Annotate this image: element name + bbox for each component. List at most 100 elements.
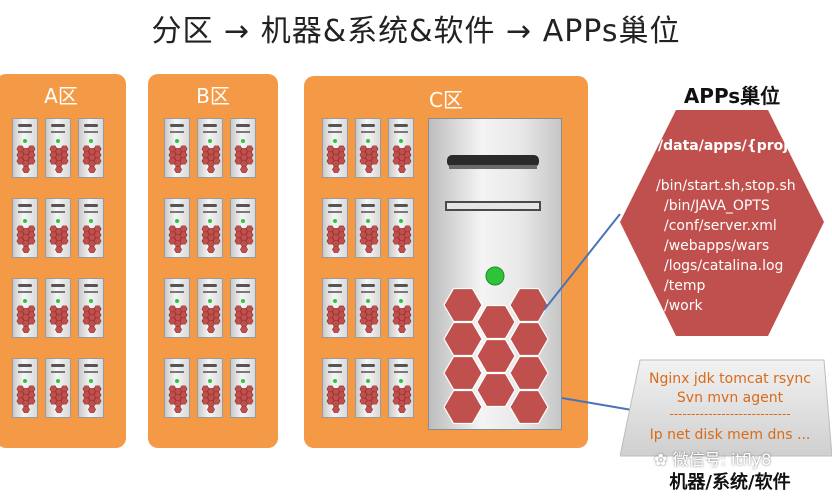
server-hex-pattern [392,145,412,173]
hex-cell [16,317,25,325]
hex-cell [365,326,373,333]
drive-slot [18,124,32,127]
status-led [23,379,27,383]
hex-cell [82,237,91,245]
drive-slot [170,204,184,207]
hex-cell [49,397,58,405]
drive-slot [203,124,217,127]
hex-cell [179,145,188,153]
hex-cell [212,397,221,405]
server-hex-pattern [392,225,412,253]
hex-cell [60,317,69,325]
hex-cell [27,397,36,405]
hex-cell [403,317,412,325]
status-led [366,139,370,143]
zone-b: B区 [148,74,278,448]
hex-cell [365,166,373,173]
hex-cell [245,311,254,319]
server-hex-pattern [16,225,36,253]
hex-cell [337,145,346,153]
server-unit [12,358,38,418]
server-unit [230,118,256,178]
hex-cell [476,338,516,374]
drive-slot-2 [84,371,98,373]
hex-cell [212,237,221,245]
system-trapezoid [620,359,832,457]
hex-cell [27,225,36,233]
hex-cell [60,397,69,405]
hex-cell [22,326,30,333]
server-hex-pattern [326,385,346,413]
hex-cell [88,166,96,173]
server-power-led [485,266,505,286]
drive-slot-2 [18,211,32,213]
apps-project-path: /data/apps/{project} [658,138,823,154]
hex-cell [27,317,36,325]
hex-cell [403,151,412,159]
server-unit [78,278,104,338]
hex-cell [174,246,182,253]
hex-cell [240,406,248,413]
hex-cell [337,397,346,405]
server-hex-pattern [201,385,221,413]
drive-slot [84,204,98,207]
diagram-title: 分区 → 机器&系统&软件 → APPs巢位 [151,14,681,49]
apps-path-3: /webapps/wars [664,238,770,254]
hex-cell [245,225,254,233]
hex-cell [509,321,549,357]
hex-cell [403,385,412,393]
hex-cell [398,326,406,333]
hex-cell [49,157,58,165]
apps-path-5: /temp [664,278,706,294]
server-unit [78,118,104,178]
hex-cell [337,151,346,159]
drive-slot [236,124,250,127]
hex-cell [359,237,368,245]
server-unit [164,198,190,258]
hex-cell [27,151,36,159]
server-unit [78,358,104,418]
hex-cell [16,237,25,245]
hex-cell [93,237,102,245]
zone-a: A区 [0,74,126,448]
hex-cell [82,157,91,165]
hex-cell [212,231,221,239]
status-led [89,299,93,303]
hex-cell [370,391,379,399]
drive-slot-2 [203,131,217,133]
server-unit [322,198,348,258]
server-hex-pattern [16,145,36,173]
hex-cell [27,237,36,245]
drive-slot-2 [203,291,217,293]
hex-cell [55,246,63,253]
watermark: ✿ 微信号: itfly8 [654,446,771,470]
drive-slot-2 [170,371,184,373]
drive-slot [203,284,217,287]
hex-cell [93,305,102,313]
hex-cell [174,406,182,413]
drive-slot [361,124,375,127]
server-drive-slot [447,155,539,167]
hex-cell [179,385,188,393]
hex-cell [179,157,188,165]
server-hex-pattern [359,305,379,333]
drive-slot [361,204,375,207]
apps-path-2: /conf/server.xml [664,218,777,234]
drive-slot [170,364,184,367]
hex-cell [476,304,516,340]
system-resources-line: Ip net disk mem dns ... [649,427,811,443]
hex-cell [403,237,412,245]
drive-slot-2 [18,291,32,293]
hex-cell [245,231,254,239]
hex-cell [201,237,210,245]
hex-cell [174,326,182,333]
drive-slot-2 [328,211,342,213]
hex-cell [60,151,69,159]
hex-cell [60,145,69,153]
server-unit [12,198,38,258]
status-led [175,299,179,303]
hex-cell [168,317,177,325]
server-hex-pattern [359,385,379,413]
zone-c-label: C区 [429,88,463,112]
hex-cell [16,397,25,405]
